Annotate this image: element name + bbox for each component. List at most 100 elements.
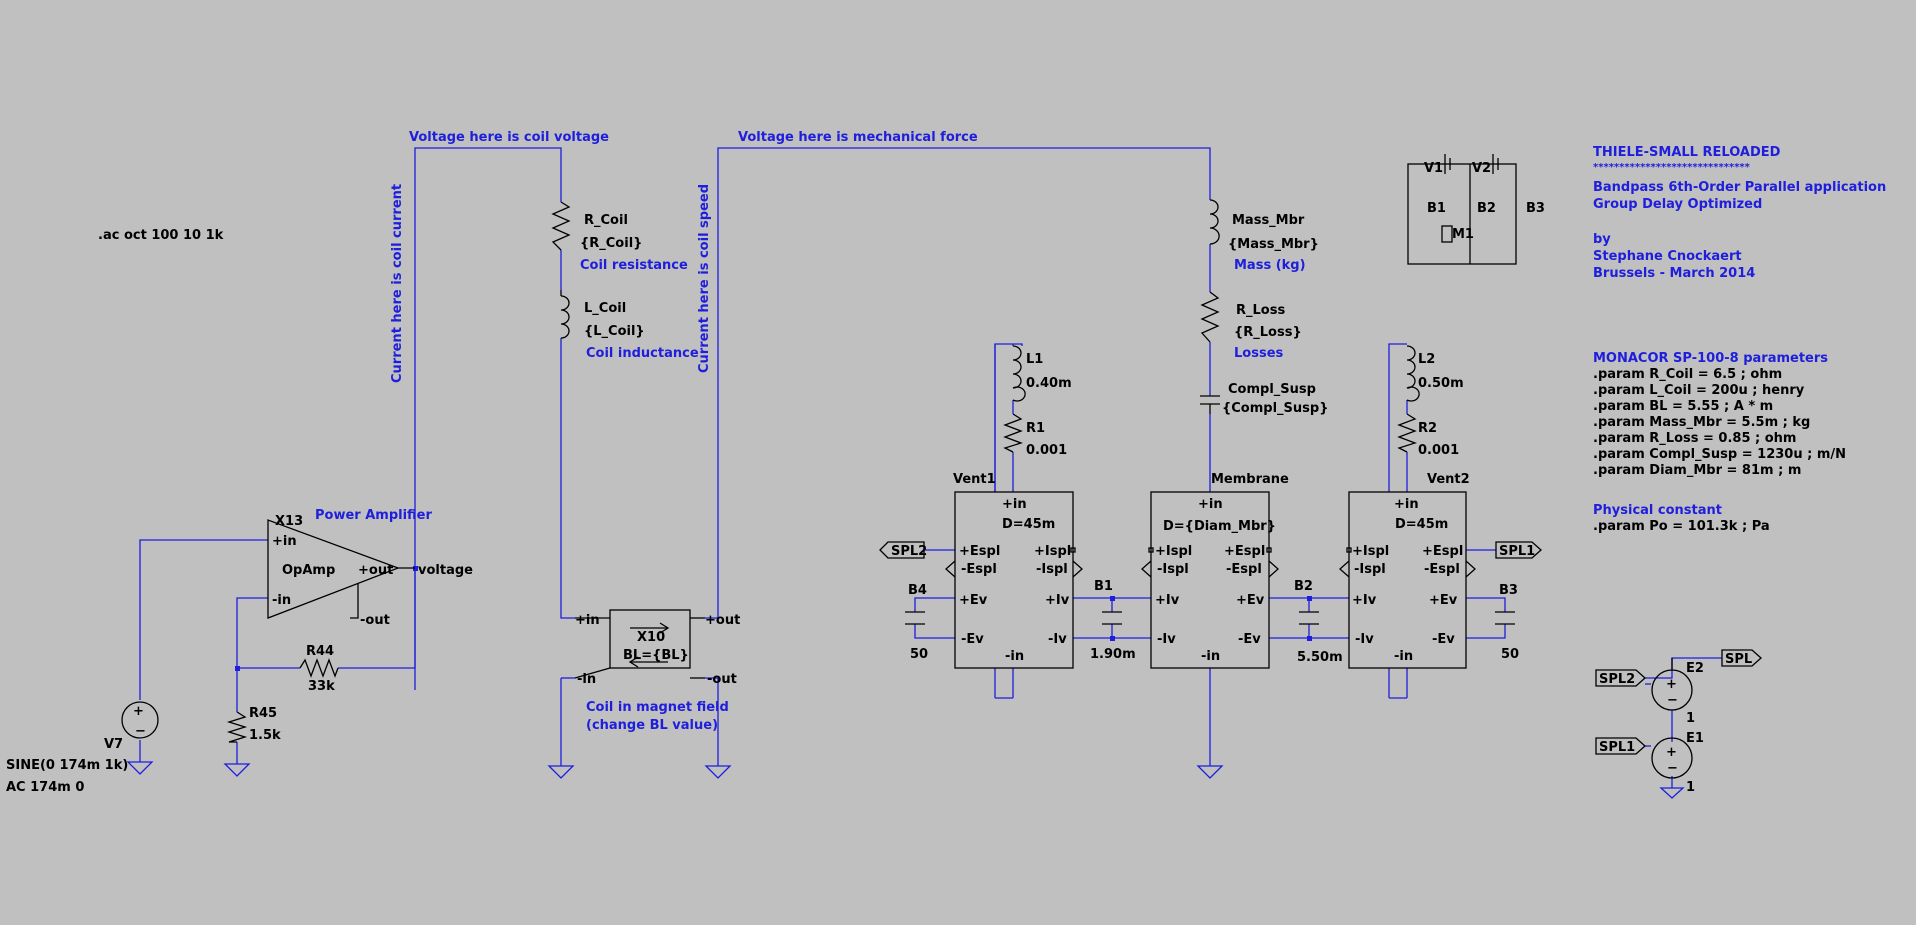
note-coil-current: Current here is coil current [390, 184, 405, 383]
block-vent2[interactable] [1348, 491, 1467, 669]
l1-name: L1 [1026, 352, 1043, 367]
svg-text:+Iv: +Iv [1155, 593, 1180, 608]
b2-value: 5.50m [1297, 650, 1343, 665]
r2-value: 0.001 [1418, 443, 1459, 458]
svg-text:-Iv: -Iv [1048, 632, 1067, 647]
svg-text:V1: V1 [1424, 161, 1443, 176]
l2-value: 0.50m [1418, 376, 1464, 391]
resistor-r-coil[interactable] [551, 201, 571, 251]
svg-text:+out: +out [705, 613, 740, 628]
svg-text:SPL1: SPL1 [1499, 544, 1535, 559]
title-line2: Bandpass 6th-Order Parallel application [1593, 180, 1886, 195]
opamp-x13[interactable] [267, 519, 415, 619]
net-flag-spl2[interactable]: SPL2 [1595, 669, 1646, 687]
v7-name: V7 [104, 737, 123, 752]
e1-value: 1 [1686, 780, 1695, 795]
param-line: .param Compl_Susp = 1230u ; m/N [1593, 447, 1846, 462]
b1-name: B1 [1094, 579, 1113, 594]
note-change-bl: (change BL value) [586, 718, 718, 733]
net-label-voltage: voltage [418, 563, 473, 578]
note-coil-speed: Current here is coil speed [697, 184, 712, 373]
vcvs-e1[interactable]: + − [1651, 737, 1693, 779]
x10-name: X10 [637, 630, 665, 645]
capacitor-b4[interactable] [905, 611, 925, 625]
inductor-mass-mbr[interactable] [1209, 199, 1220, 245]
svg-text:+in: +in [272, 534, 297, 549]
capacitor-b3[interactable] [1495, 611, 1515, 625]
capacitor-b1[interactable] [1102, 611, 1122, 625]
vent2-name: Vent2 [1427, 472, 1470, 487]
svg-text:+Iv: +Iv [1045, 593, 1070, 608]
param-line: .param BL = 5.55 ; A * m [1593, 399, 1773, 414]
title-place: Brussels - March 2014 [1593, 266, 1755, 281]
resistor-r2[interactable] [1397, 413, 1418, 453]
net-flag-spl1-right[interactable]: SPL1 [1495, 541, 1542, 559]
block-vent1[interactable] [954, 491, 1074, 669]
compl-susp-value: {Compl_Susp} [1222, 401, 1328, 416]
svg-text:M1: M1 [1452, 227, 1474, 242]
inductor-l-coil[interactable] [560, 290, 570, 339]
param-line: .param R_Coil = 6.5 ; ohm [1593, 367, 1782, 382]
r45-name: R45 [249, 706, 277, 721]
b1-value: 1.90m [1090, 647, 1136, 662]
capacitor-compl-susp[interactable] [1200, 395, 1220, 414]
physical-constant-header: Physical constant [1593, 503, 1722, 518]
params-header: MONACOR SP-100-8 parameters [1593, 351, 1828, 366]
svg-text:B3: B3 [1526, 201, 1545, 216]
svg-text:+: + [1666, 745, 1677, 760]
inductor-l2[interactable] [1406, 345, 1420, 402]
param-line: .param Mass_Mbr = 5.5m ; kg [1593, 415, 1810, 430]
r-coil-name: R_Coil [584, 213, 628, 228]
b4-name: B4 [908, 583, 927, 598]
svg-text:-Ev: -Ev [1238, 632, 1261, 647]
x10-value: BL={BL} [623, 648, 689, 663]
membrane-name: Membrane [1211, 472, 1289, 487]
block-membrane[interactable] [1150, 491, 1270, 669]
x13-name: X13 [275, 514, 303, 529]
wires [139, 147, 1722, 764]
title-stars: ****************************** [1593, 162, 1751, 173]
svg-text:-Espl: -Espl [1424, 562, 1460, 577]
svg-text:−: − [1667, 761, 1678, 776]
title-by: by [1593, 232, 1611, 247]
mass-mbr-value: {Mass_Mbr} [1228, 237, 1319, 252]
voltage-source-v7[interactable]: + − [121, 701, 159, 739]
svg-text:+in: +in [575, 613, 600, 628]
b3-name: B3 [1499, 583, 1518, 598]
svg-text:D={Diam_Mbr}: D={Diam_Mbr} [1163, 519, 1276, 534]
note-power-amp: Power Amplifier [315, 508, 433, 523]
resistor-r-loss[interactable] [1200, 291, 1220, 343]
inductor-l1[interactable] [1012, 345, 1026, 402]
svg-text:D=45m: D=45m [1002, 517, 1055, 532]
svg-text:+Espl: +Espl [1224, 544, 1265, 559]
svg-text:+Ev: +Ev [1429, 593, 1458, 608]
r-loss-value: {R_Loss} [1234, 325, 1302, 340]
svg-text:-Espl: -Espl [961, 562, 997, 577]
net-flag-spl[interactable]: SPL [1721, 649, 1762, 667]
net-flag-spl1[interactable]: SPL1 [1595, 737, 1646, 755]
r-coil-value: {R_Coil} [580, 236, 642, 251]
svg-text:-Iv: -Iv [1355, 632, 1374, 647]
compl-susp-name: Compl_Susp [1228, 382, 1316, 397]
resistor-r45[interactable] [226, 711, 248, 743]
svg-text:+in: +in [1002, 497, 1027, 512]
b3-value: 50 [1501, 647, 1519, 662]
net-flag-spl2-left[interactable]: SPL2 [879, 541, 927, 559]
note-coil-resistance: Coil resistance [580, 258, 688, 273]
e1-name: E1 [1686, 731, 1704, 746]
l-coil-value: {L_Coil} [584, 324, 645, 339]
resistor-r1[interactable] [1003, 413, 1024, 453]
svg-text:-in: -in [577, 672, 596, 687]
svg-text:SPL: SPL [1725, 652, 1752, 667]
resistor-r44[interactable] [299, 658, 339, 678]
param-line: .param R_Loss = 0.85 ; ohm [1593, 431, 1796, 446]
r44-value: 33k [308, 679, 335, 694]
note-mass: Mass (kg) [1234, 258, 1306, 273]
svg-text:-in: -in [1201, 649, 1220, 664]
svg-text:+in: +in [1198, 497, 1223, 512]
note-losses: Losses [1234, 346, 1284, 361]
capacitor-b2[interactable] [1299, 611, 1319, 625]
vcvs-e2[interactable]: + − [1651, 658, 1693, 711]
transformer-x10[interactable] [574, 609, 705, 679]
